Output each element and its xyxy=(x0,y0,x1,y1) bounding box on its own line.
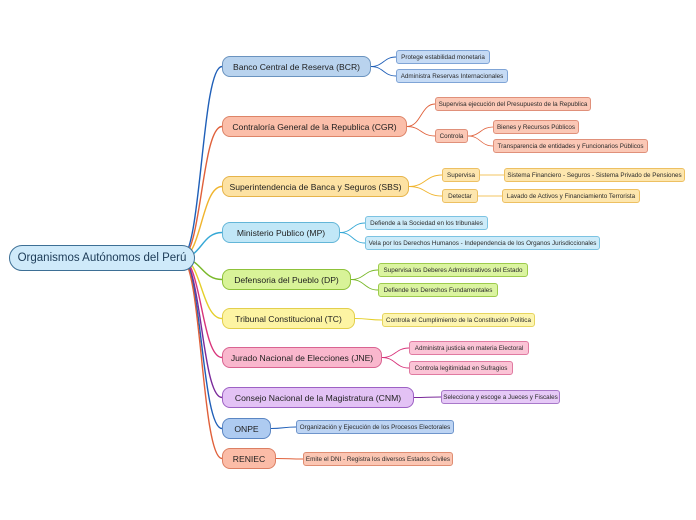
connector-emite-el-dni-registra-los-diversos-estad xyxy=(275,458,304,460)
leaf-defiende-los-derechos-fundamentales[interactable]: Defiende los Derechos Fundamentales xyxy=(378,283,498,297)
connector-protege-estabilidad-monetaria xyxy=(370,56,397,67)
leaf-vela-por-los-derechos-humanos-independen[interactable]: Vela por los Derechos Humanos - Independ… xyxy=(365,236,600,250)
connector-controla xyxy=(406,126,436,137)
leaf-supervisa-los-deberes-administrativos-de[interactable]: Supervisa los Deberes Administrativos de… xyxy=(378,263,528,277)
branch-defensoria-del-pueblo-dp[interactable]: Defensoria del Pueblo (DP) xyxy=(222,269,351,290)
branch-ministerio-publico-mp[interactable]: Ministerio Publico (MP) xyxy=(222,222,340,243)
branch-tribunal-constitucional-tc[interactable]: Tribunal Constitucional (TC) xyxy=(222,308,355,329)
leaf-controla[interactable]: Controla xyxy=(435,129,468,143)
connector-defiende-a-la-sociedad-en-los-tribunales xyxy=(339,222,366,233)
connector-onpe xyxy=(180,257,223,430)
root-node[interactable]: Organismos Autónomos del Perú xyxy=(9,245,195,271)
branch-consejo-nacional-de-la-magistratura-cnm[interactable]: Consejo Nacional de la Magistratura (CNM… xyxy=(222,387,414,408)
leaf-transparencia-de-entidades-y-funcionario[interactable]: Transparencia de entidades y Funcionario… xyxy=(493,139,648,153)
branch-jurado-nacional-de-elecciones-jne[interactable]: Jurado Nacional de Elecciones (JNE) xyxy=(222,347,382,368)
connector-organizacion-y-ejecucion-de-los-procesos xyxy=(270,426,297,429)
branch-onpe[interactable]: ONPE xyxy=(222,418,271,439)
leaf-supervisa[interactable]: Supervisa xyxy=(442,168,480,182)
leaf-administra-reservas-internacionales[interactable]: Administra Reservas Internacionales xyxy=(396,69,508,83)
connector-banco-central-de-reserva-bcr xyxy=(180,65,223,259)
leaf-lavado-de-activos-y-financiamiento-terro[interactable]: Lavado de Activos y Financiamiento Terro… xyxy=(502,189,640,203)
connector-supervisa-los-deberes-administrativos-de xyxy=(350,269,379,280)
branch-reniec[interactable]: RENIEC xyxy=(222,448,276,469)
connector-supervisa-ejecucion-del-presupuesto-de-l xyxy=(406,103,436,127)
leaf-selecciona-y-escoge-a-jueces-y-fiscales[interactable]: Selecciona y escoge a Jueces y Fiscales xyxy=(441,390,560,404)
branch-superintendencia-de-banca-y-seguros-sbs[interactable]: Superintendencia de Banca y Seguros (SBS… xyxy=(222,176,409,197)
leaf-detectar[interactable]: Detectar xyxy=(442,189,478,203)
leaf-sistema-financiero-seguros-sistema-priva[interactable]: Sistema Financiero - Seguros - Sistema P… xyxy=(504,168,685,182)
branch-banco-central-de-reserva-bcr[interactable]: Banco Central de Reserva (BCR) xyxy=(222,56,371,77)
connector-bienes-y-recursos-publicos xyxy=(467,126,494,137)
connector-administra-justicia-en-materia-electoral xyxy=(381,347,410,358)
leaf-controla-el-cumplimiento-de-la-constituc[interactable]: Controla el Cumplimiento de la Constituc… xyxy=(382,313,535,327)
connector-controla-legitimidad-en-sufragios xyxy=(381,357,410,369)
leaf-organizacion-y-ejecucion-de-los-procesos[interactable]: Organización y Ejecución de los Procesos… xyxy=(296,420,454,434)
connector-administra-reservas-internacionales xyxy=(370,66,397,77)
connector-transparencia-de-entidades-y-funcionario xyxy=(467,135,494,147)
connector-vela-por-los-derechos-humanos-independen xyxy=(339,232,366,244)
connector-defiende-los-derechos-fundamentales xyxy=(350,279,379,291)
connector-supervisa xyxy=(408,174,443,187)
leaf-protege-estabilidad-monetaria[interactable]: Protege estabilidad monetaria xyxy=(396,50,490,64)
connector-contraloria-general-de-la-republica-cgr xyxy=(180,125,223,259)
leaf-bienes-y-recursos-publicos[interactable]: Bienes y Recursos Públicos xyxy=(493,120,579,134)
connector-detectar xyxy=(408,186,443,197)
connector-selecciona-y-escoge-a-jueces-y-fiscales xyxy=(413,396,442,398)
leaf-controla-legitimidad-en-sufragios[interactable]: Controla legitimidad en Sufragios xyxy=(409,361,513,375)
leaf-administra-justicia-en-materia-electoral[interactable]: Administra justicia en materia Electoral xyxy=(409,341,529,355)
leaf-supervisa-ejecucion-del-presupuesto-de-l[interactable]: Supervisa ejecución del Presupuesto de l… xyxy=(435,97,591,111)
connector-controla-el-cumplimiento-de-la-constituc xyxy=(354,318,383,321)
leaf-defiende-a-la-sociedad-en-los-tribunales[interactable]: Defiende a la Sociedad en los tribunales xyxy=(365,216,488,230)
branch-contraloria-general-de-la-republica-cgr[interactable]: Contraloría General de la Republica (CGR… xyxy=(222,116,407,137)
leaf-emite-el-dni-registra-los-diversos-estad[interactable]: Emite el DNI - Registra los diversos Est… xyxy=(303,452,453,466)
